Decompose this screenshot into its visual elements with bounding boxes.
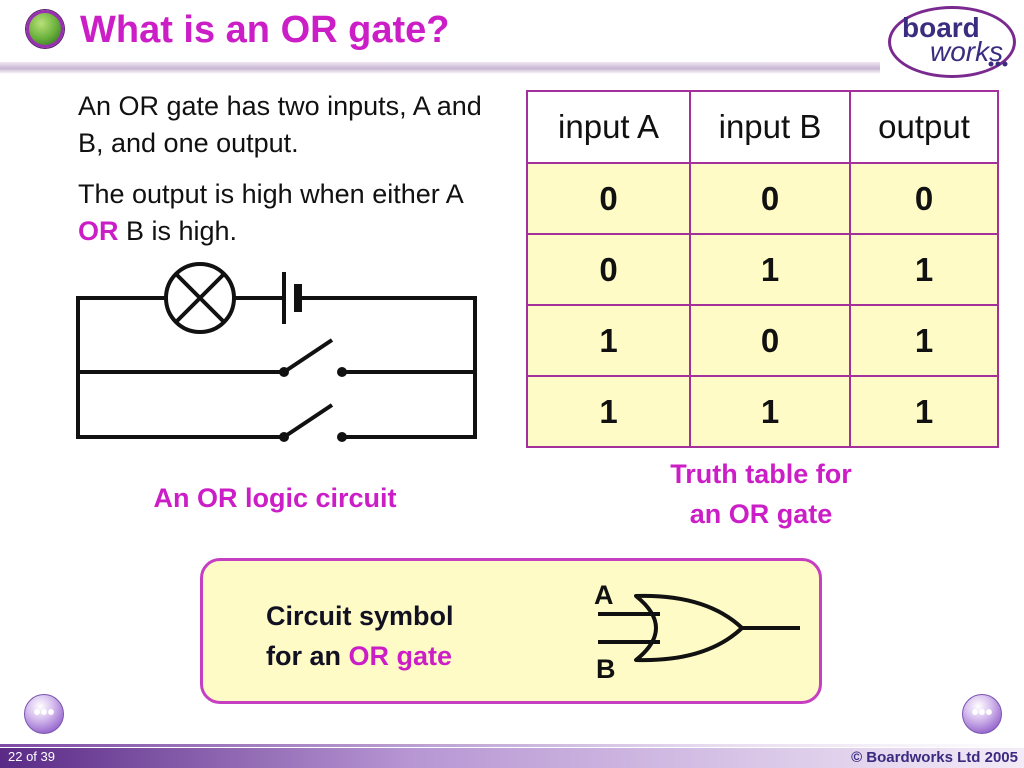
lamp-icon [164, 262, 236, 334]
symbol-description: Circuit symbol for an OR gate [266, 596, 454, 676]
table-caption-line-2: an OR gate [689, 499, 833, 529]
truth-table: input A input B output 0 0 0 0 1 1 1 0 1… [526, 90, 999, 448]
or-gate-symbol-icon [598, 593, 800, 663]
table-row: 1 1 1 [526, 375, 999, 448]
footer-bar [0, 748, 1024, 768]
symbol-line-1: Circuit symbol [266, 601, 454, 631]
globe-icon [26, 10, 64, 48]
intro-paragraph-1: An OR gate has two inputs, A and B, and … [78, 91, 482, 158]
next-slide-button[interactable]: ••• [962, 694, 1002, 734]
table-cell: 1 [849, 375, 999, 448]
intro-text-after: B is high. [118, 216, 238, 246]
page-number: 22 of 39 [8, 749, 55, 764]
previous-slide-button[interactable]: ••• [24, 694, 64, 734]
circuit-symbol-panel [200, 558, 822, 704]
table-cell: 0 [689, 162, 851, 235]
battery-icon [282, 272, 302, 324]
table-caption: Truth table for an OR gate [600, 454, 922, 534]
table-cell: 1 [526, 304, 691, 377]
table-cell: 0 [526, 162, 691, 235]
switch-b-icon [279, 403, 347, 442]
page-title: What is an OR gate? [80, 9, 450, 51]
boardworks-logo [888, 6, 1016, 78]
or-keyword: OR [78, 216, 119, 246]
header-input-a: input A [526, 90, 691, 164]
table-cell: 0 [849, 162, 999, 235]
table-cell: 0 [689, 304, 851, 377]
circuit-caption: An OR logic circuit [153, 483, 397, 513]
intro-text-before: The output is high when either A [78, 179, 463, 209]
table-cell: 1 [849, 304, 999, 377]
table-caption-line-1: Truth table for [670, 459, 852, 489]
or-gate-keyword: OR gate [348, 641, 453, 671]
input-a-label: A [594, 580, 614, 610]
or-logic-circuit [76, 262, 477, 442]
table-cell: 1 [689, 375, 851, 448]
title-underline [0, 62, 880, 74]
logo-dots-icon [988, 61, 1008, 67]
table-cell: 1 [689, 233, 851, 306]
switch-a-icon [279, 338, 347, 377]
footer-rule [0, 744, 1024, 747]
table-cell: 0 [526, 233, 691, 306]
copyright-text: © Boardworks Ltd 2005 [851, 749, 1018, 766]
table-cell: 1 [526, 375, 691, 448]
table-cell: 1 [849, 233, 999, 306]
symbol-line-2-prefix: for an [266, 641, 349, 671]
input-b-label: B [596, 654, 616, 684]
logo-text-top: board [902, 12, 980, 43]
truth-table-header-row: input A input B output [526, 90, 999, 164]
table-row: 1 0 1 [526, 304, 999, 377]
header-input-b: input B [689, 90, 851, 164]
table-row: 0 1 1 [526, 233, 999, 306]
intro-paragraph-2: The output is high when either A OR B is… [78, 176, 468, 250]
symbol-line-2: for an OR gate [266, 636, 454, 676]
table-row: 0 0 0 [526, 162, 999, 235]
header-output: output [849, 90, 999, 164]
